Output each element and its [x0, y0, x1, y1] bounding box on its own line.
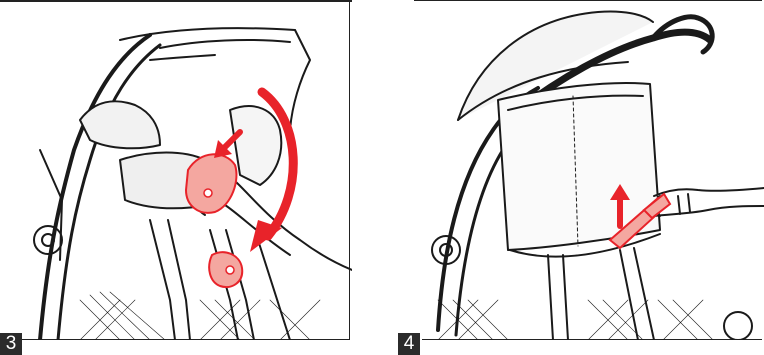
step-number-badge: 4 — [398, 333, 420, 355]
step-4-illustration — [398, 0, 764, 340]
step-3-illustration — [0, 0, 352, 340]
step-3-panel: 3 — [0, 0, 352, 355]
step-4-panel: 4 — [398, 0, 764, 355]
step-number-badge: 3 — [0, 333, 22, 355]
